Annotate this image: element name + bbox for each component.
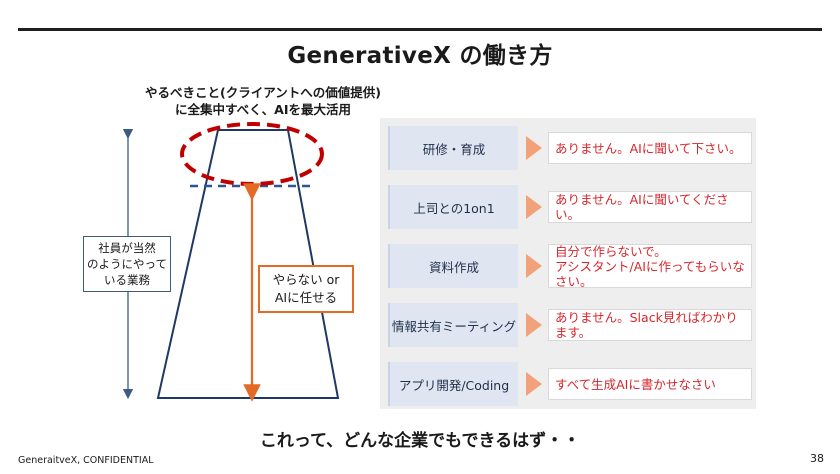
delegate-label-line2: AIに任せる (274, 290, 338, 305)
chevron-right-icon (526, 195, 542, 219)
focus-caption-line2: に全集中すべく、AIを最大活用 (175, 102, 351, 117)
chevron-right-icon (526, 254, 542, 278)
task-label: 上司との1on1 (388, 185, 518, 229)
routine-work-line3: いる業務 (104, 273, 150, 287)
routine-work-line1: 社員が当然 (98, 241, 156, 255)
task-label: 情報共有ミーティング (388, 303, 518, 347)
chevron-right-icon (526, 136, 542, 160)
task-label: 資料作成 (388, 244, 518, 288)
task-answer: 自分で作らないで。 アシスタント/AIに作ってもらいなさい。 (548, 244, 752, 289)
routine-work-label: 社員が当然 のようにやって いる業務 (83, 236, 171, 292)
policy-row-training: 研修・育成 ありません。AIに聞いて下さい。 (380, 126, 756, 170)
page-number: 38 (810, 452, 824, 465)
chevron-right-icon (526, 372, 542, 396)
task-answer: ありません。AIに聞いて下さい。 (548, 132, 752, 164)
policy-row-meetings: 情報共有ミーティング ありません。Slack見ればわかります。 (380, 303, 756, 347)
policy-row-coding: アプリ開発/Coding すべて生成AIに書かせなさい (380, 362, 756, 406)
confidential-footer: GeneraitveX, CONFIDENTIAL (18, 455, 154, 466)
chevron-right-icon (526, 313, 542, 337)
slide-title: GenerativeX の働き方 (287, 43, 553, 69)
routine-work-line2: のようにやって (87, 257, 167, 271)
task-answer: ありません。Slack見ればわかります。 (548, 309, 752, 341)
work-policy-panel: 研修・育成 ありません。AIに聞いて下さい。 上司との1on1 ありません。AI… (380, 118, 756, 409)
task-label: 研修・育成 (388, 126, 518, 170)
bottom-message: これって、どんな企業でもできるはず・・ (259, 431, 581, 451)
task-answer: すべて生成AIに書かせなさい (548, 368, 752, 400)
policy-row-1on1: 上司との1on1 ありません。AIに聞いてください。 (380, 185, 756, 229)
task-label: アプリ開発/Coding (388, 362, 518, 406)
focus-caption-line1: やるべきこと(クライアントへの価値提供) (145, 85, 381, 100)
task-answer: ありません。AIに聞いてください。 (548, 191, 752, 223)
delegate-label-line1: やらない or (272, 272, 340, 287)
focus-caption: やるべきこと(クライアントへの価値提供) に全集中すべく、AIを最大活用 (128, 84, 398, 118)
delegate-label: やらない or AIに任せる (258, 265, 354, 313)
policy-row-documents: 資料作成 自分で作らないで。 アシスタント/AIに作ってもらいなさい。 (380, 244, 756, 289)
top-rule (18, 28, 822, 31)
